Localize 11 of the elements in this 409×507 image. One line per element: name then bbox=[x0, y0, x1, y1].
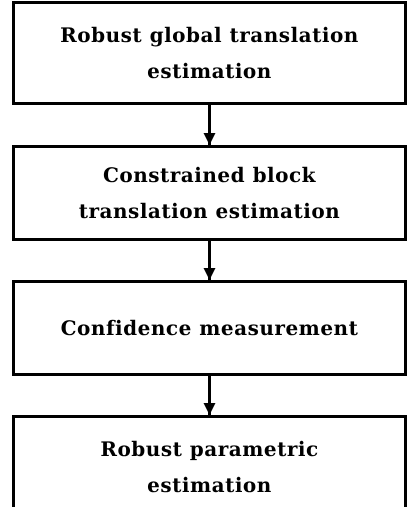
process-box bbox=[12, 1, 407, 105]
box-label: Constrained block translation estimation bbox=[78, 162, 342, 225]
arrow bbox=[204, 376, 216, 415]
box-label: Robust global translation estimation bbox=[59, 22, 360, 85]
process-box bbox=[12, 145, 407, 241]
box-label: Robust parametric estimation bbox=[99, 436, 320, 498]
arrow bbox=[204, 241, 216, 280]
box-label: Confidence measurement bbox=[60, 315, 360, 342]
process-box bbox=[12, 415, 407, 507]
arrow bbox=[204, 105, 216, 145]
process-box bbox=[12, 280, 407, 376]
